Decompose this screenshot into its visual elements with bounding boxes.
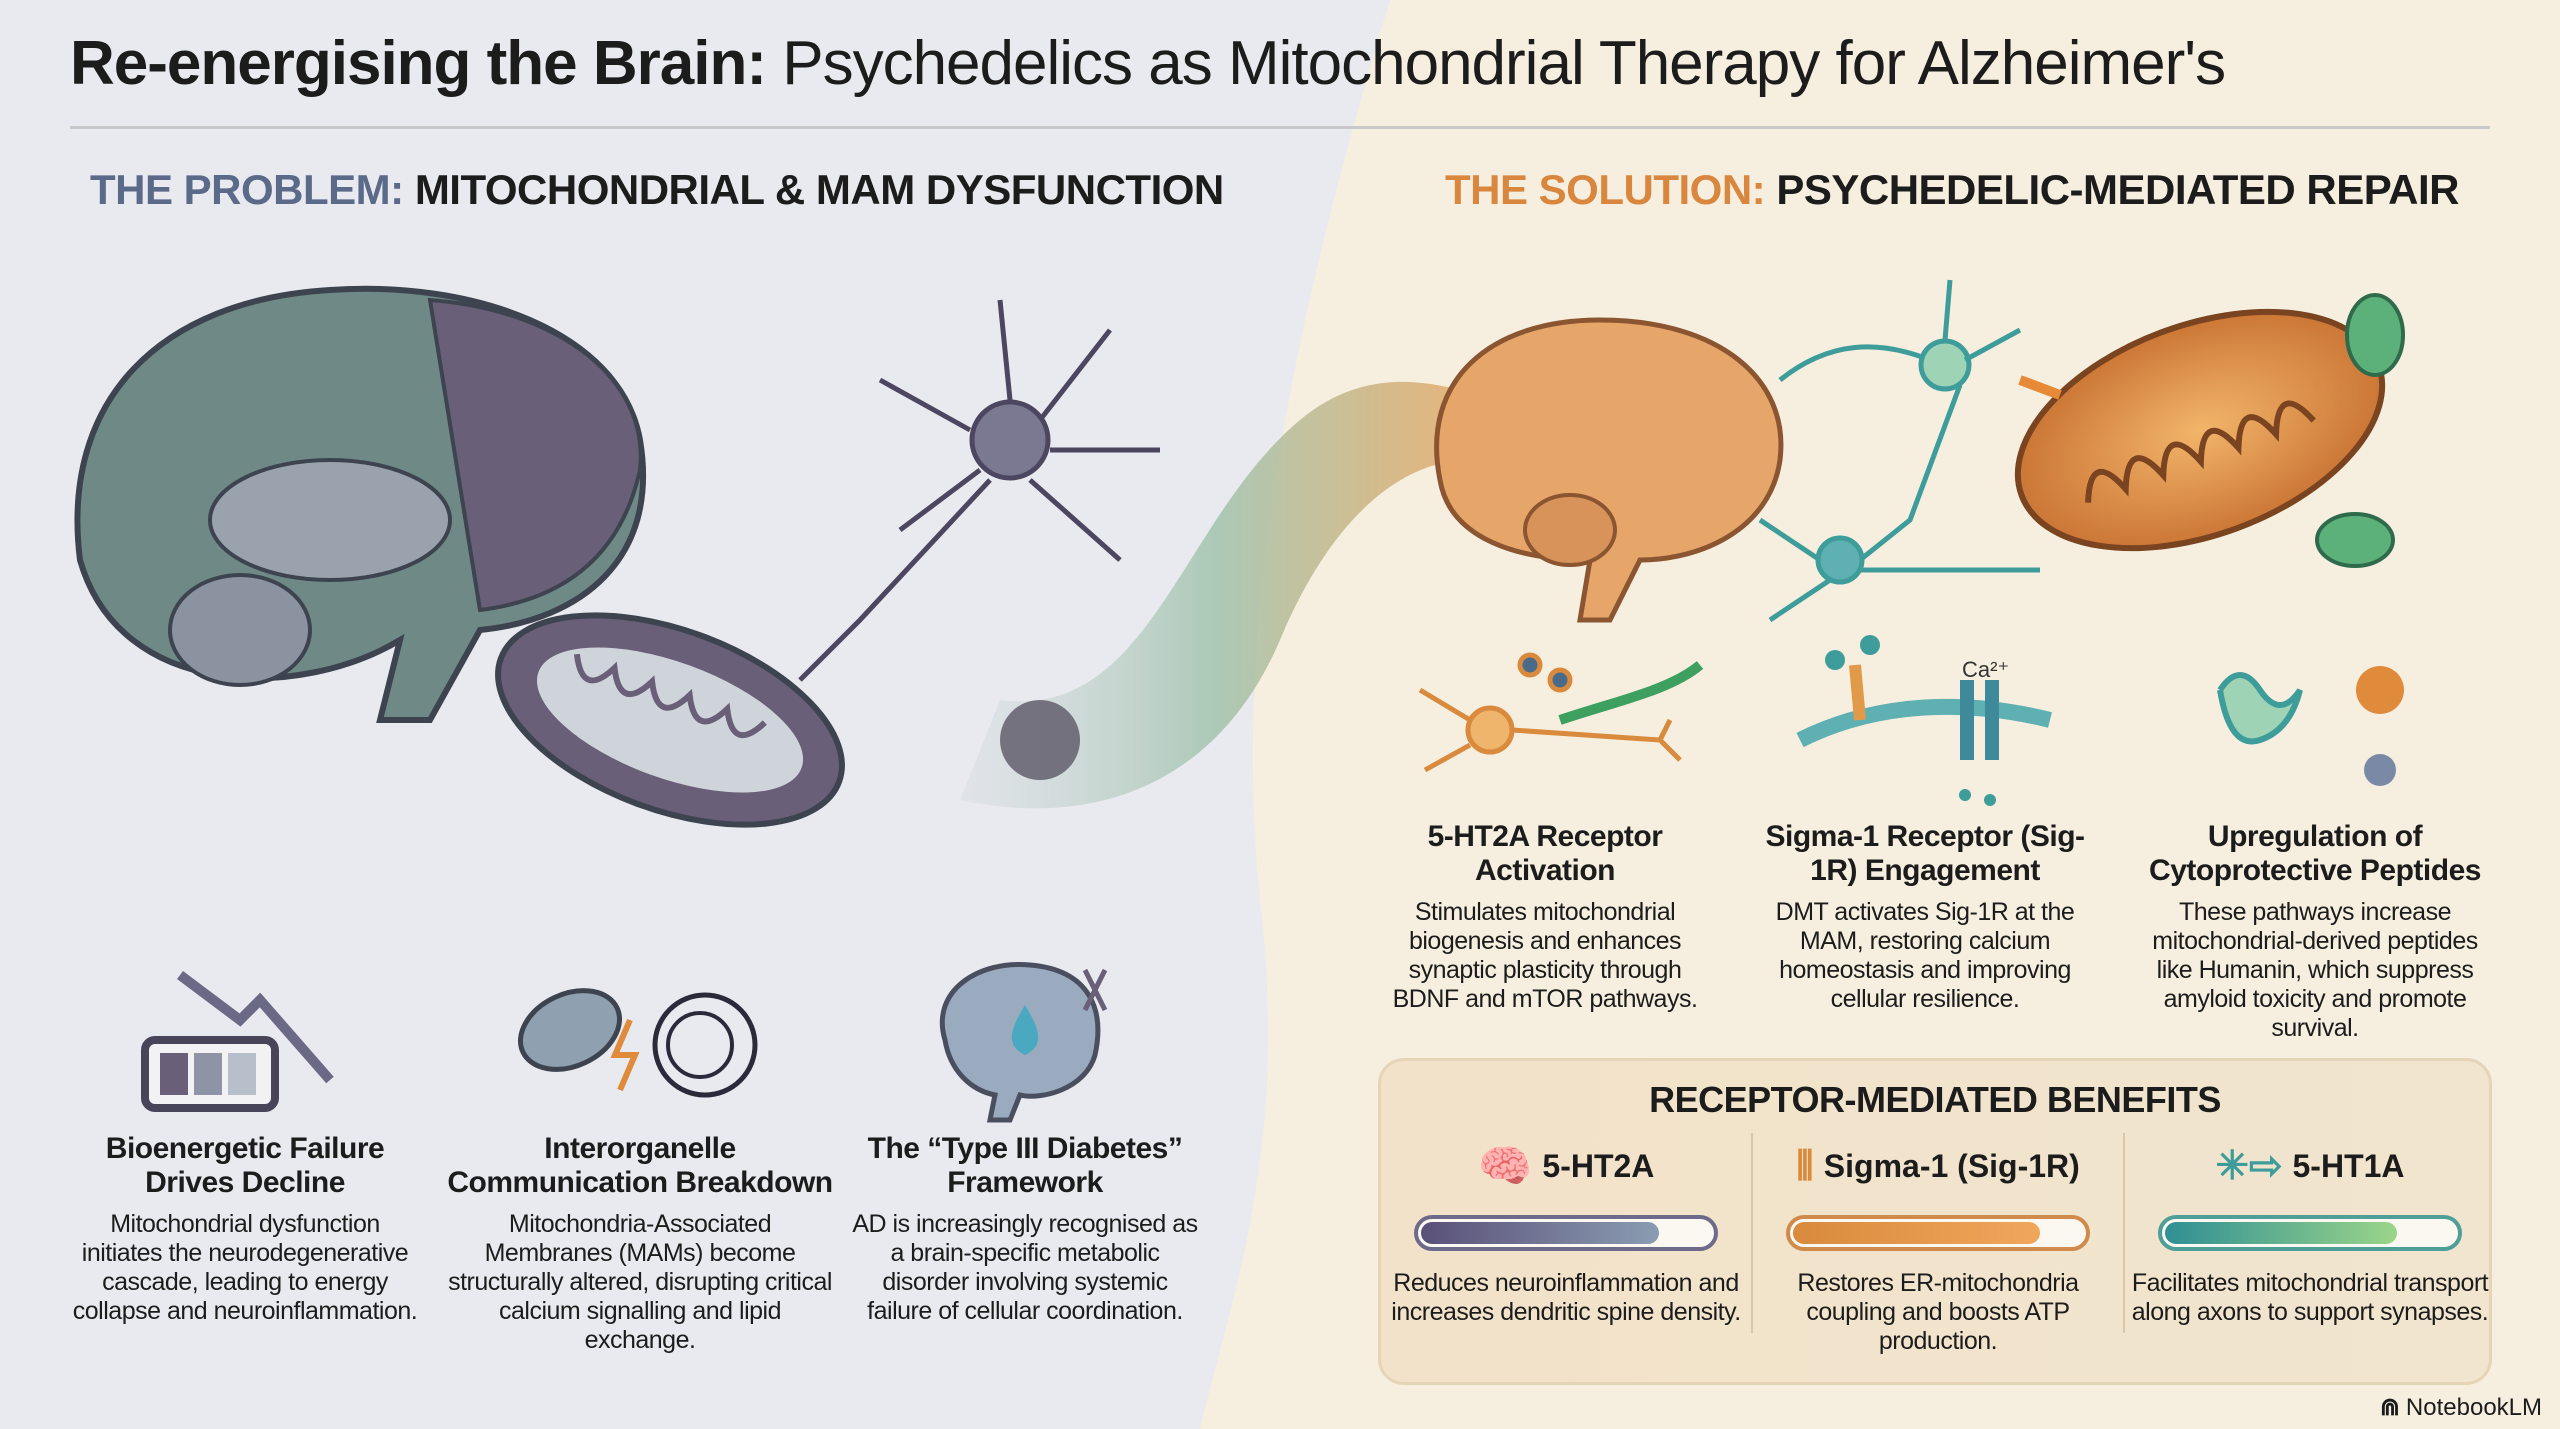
column-divider <box>1751 1133 1753 1333</box>
page-title: Re-energising the Brain: Psychedelics as… <box>70 28 2226 99</box>
transition-flow <box>960 381 1470 809</box>
damaged-mitochondrion-illustration <box>495 612 845 828</box>
benefit-5ht2a: 🧠5-HT2A Reduces neuroinflammation and in… <box>1381 1131 1751 1327</box>
card-text: Stimulates mitochondrial biogenesis and … <box>1392 898 1698 1013</box>
benefit-text: Facilitates mitochondrial transport alon… <box>2131 1269 2489 1326</box>
benefit-level-bar <box>1414 1215 1718 1251</box>
benefit-level-bar <box>1786 1215 2090 1251</box>
benefit-level-fill <box>1421 1222 1659 1244</box>
card-title: 5-HT2A Receptor Activation <box>1427 820 1663 887</box>
benefit-text: Reduces neuroinflammation and increases … <box>1391 1269 1741 1326</box>
benefit-sigma1: ⦀Sigma-1 (Sig-1R) Restores ER-mitochondr… <box>1753 1131 2123 1356</box>
problem-label: THE PROBLEM: <box>90 166 404 213</box>
healthy-mitochondrion-illustration <box>2014 293 2405 568</box>
damaged-brain-illustration <box>74 285 647 723</box>
card-title: Upregulation of Cytoprotective Peptides <box>2149 820 2481 887</box>
notebooklm-brand: ⋒NotebookLM <box>2380 1393 2542 1422</box>
membrane-receptor-icon <box>1796 635 2052 806</box>
panel-title: RECEPTOR-MEDIATED BENEFITS <box>1649 1079 2221 1120</box>
amyloid-plaque <box>1000 700 1080 780</box>
solution-heading-text: PSYCHEDELIC-MEDIATED REPAIR <box>1765 166 2459 213</box>
card-text: DMT activates Sig-1R at the MAM, restori… <box>1775 898 2075 1013</box>
card-text: Mitochondrial dysfunction initiates the … <box>72 1210 418 1325</box>
notebooklm-logo-icon: ⋒ <box>2379 1394 2400 1421</box>
benefit-name: 5-HT2A <box>1542 1147 1655 1184</box>
card-text: AD is increasingly recognised as a brain… <box>852 1210 1198 1325</box>
calcium-ion-label: Ca²⁺ <box>1962 657 2009 682</box>
brain-glucose-drop-icon <box>939 961 1108 1123</box>
card-text: Mitochondria-Associated Membranes (MAMs)… <box>448 1210 832 1354</box>
battery-low-icon <box>141 971 334 1112</box>
benefit-name: Sigma-1 (Sig-1R) <box>1823 1147 2080 1184</box>
problem-card-type3-diabetes: The “Type III Diabetes” Framework AD is i… <box>850 1132 1200 1326</box>
card-title: Sigma-1 Receptor (Sig-1R) Engagement <box>1765 820 2085 887</box>
benefit-level-fill <box>2165 1222 2397 1244</box>
title-bold: Re-energising the Brain: <box>70 29 767 98</box>
solution-label: THE SOLUTION: <box>1445 166 1766 213</box>
problem-heading: THE PROBLEM: MITOCHONDRIAL & MAM DYSFUNC… <box>90 166 1224 214</box>
brain-icon: 🧠 <box>1477 1142 1533 1191</box>
peptide-icon <box>2217 666 2404 786</box>
neuron-illustration <box>798 299 1160 682</box>
problem-heading-text: MITOCHONDRIAL & MAM DYSFUNCTION <box>403 166 1224 213</box>
title-rest: Psychedelics as Mitochondrial Therapy fo… <box>766 29 2226 98</box>
brand-text: NotebookLM <box>2405 1393 2542 1421</box>
card-title: Bioenergetic Failure Drives Decline <box>105 1132 385 1199</box>
column-divider <box>2123 1133 2125 1333</box>
benefit-level-bar <box>2158 1215 2462 1251</box>
title-divider <box>70 126 2490 129</box>
healthy-brain-illustration <box>1434 317 1784 623</box>
card-title: The “Type III Diabetes” Framework <box>867 1132 1183 1199</box>
benefit-5ht1a: ✳⇨5-HT1A Facilitates mitochondrial trans… <box>2125 1131 2495 1327</box>
healthy-neuron-illustration <box>1758 279 2040 623</box>
solution-heading: THE SOLUTION: PSYCHEDELIC-MEDIATED REPAI… <box>1445 166 2459 214</box>
benefit-level-fill <box>1793 1222 2040 1244</box>
neuron-arrow-icon: ✳⇨ <box>2215 1144 2283 1188</box>
receptor-icon: ⦀ <box>1796 1143 1814 1188</box>
receptor-benefits-panel: RECEPTOR-MEDIATED BENEFITS 🧠5-HT2A Reduc… <box>1378 1058 2492 1385</box>
card-text: These pathways increase mitochondrial-de… <box>2152 898 2478 1042</box>
neuron-activation-icon <box>1418 652 1704 773</box>
benefit-name: 5-HT1A <box>2292 1147 2405 1184</box>
broken-connection-icon <box>517 988 758 1098</box>
benefit-text: Restores ER-mitochondria coupling and bo… <box>1797 1269 2079 1355</box>
card-title: Interorganelle Communication Breakdown <box>447 1132 833 1199</box>
